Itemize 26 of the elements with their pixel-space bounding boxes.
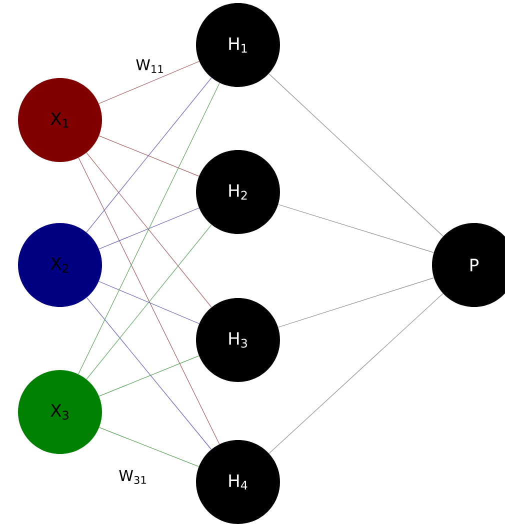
hidden-neuron: H$_{1}$ (196, 3, 280, 87)
connection-line (98, 281, 200, 324)
connection-line (86, 297, 212, 450)
weight-label: W$_{31}$ (118, 469, 148, 485)
hidden-neuron: H$_{3}$ (196, 298, 280, 382)
input-neuron: X$_{3}$ (18, 370, 102, 454)
hidden-neuron: H$_{4}$ (196, 440, 280, 524)
input-neuron: X$_{1}$ (18, 78, 102, 162)
connection-line (278, 204, 434, 253)
connection-line (268, 73, 444, 237)
connection-line (78, 158, 220, 444)
connection-line (98, 61, 200, 104)
connection-line (98, 208, 200, 250)
connection-line (98, 356, 200, 396)
connection-line (98, 427, 200, 467)
input-neuron: X$_{2}$ (18, 223, 102, 307)
connection-line (268, 293, 444, 454)
output-neuron: P (432, 223, 505, 307)
connection-line (86, 78, 212, 232)
connection-line (86, 152, 212, 308)
connection-line (98, 136, 200, 176)
hidden-neuron: H$_{2}$ (196, 150, 280, 234)
connection-line (86, 224, 212, 380)
connection-line (278, 277, 434, 328)
connection-line (78, 82, 220, 374)
weight-label: W$_{11}$ (134, 58, 166, 74)
